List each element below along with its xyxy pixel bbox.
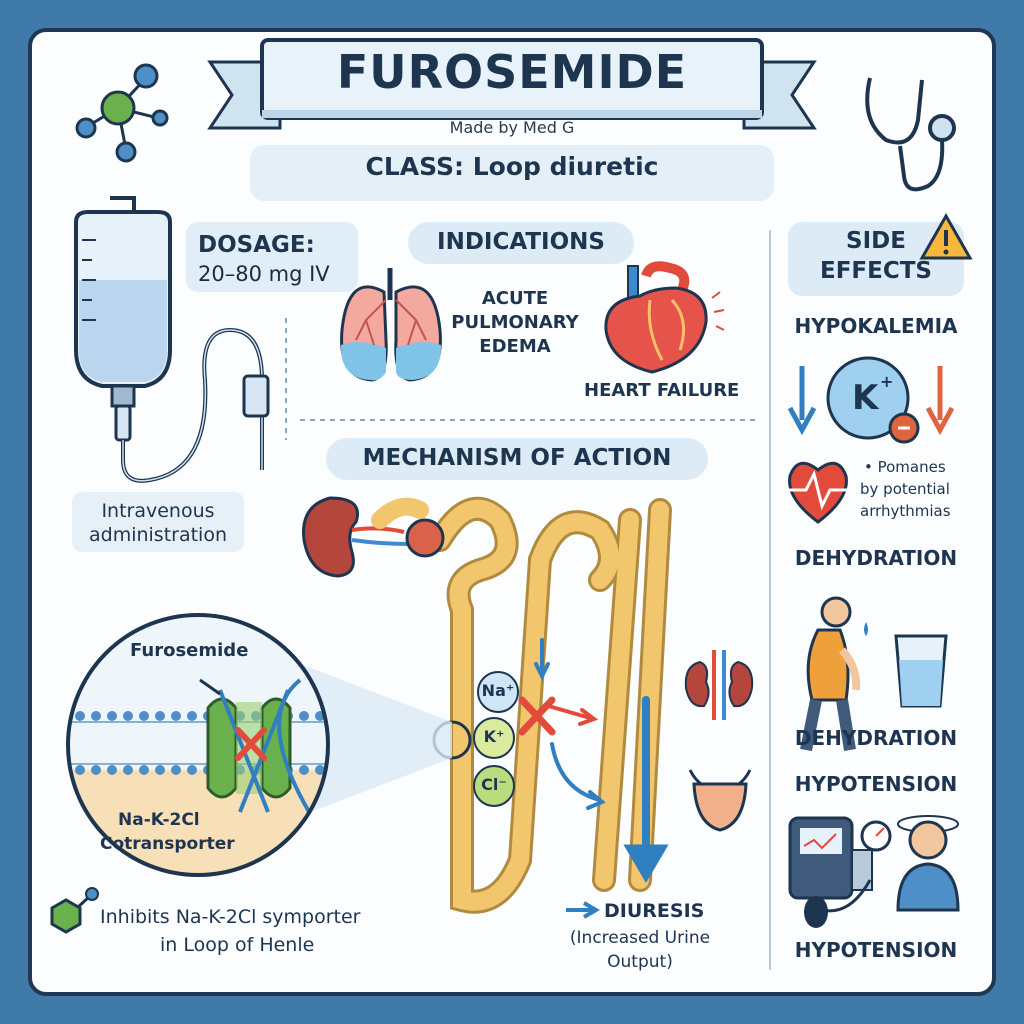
kidney-pair-icon bbox=[684, 650, 754, 720]
title-ribbon bbox=[207, 38, 817, 130]
side-effect-hypotension: HYPOTENSION bbox=[794, 772, 958, 796]
side-effect-hypokalemia: HYPOKALEMIA bbox=[794, 314, 958, 338]
dehydrated-person-icon bbox=[800, 596, 868, 752]
hexagon-molecule-icon bbox=[50, 887, 99, 934]
block-x-icon bbox=[518, 696, 556, 736]
mechanism-pill bbox=[326, 438, 708, 480]
nephron-diagram bbox=[371, 496, 672, 914]
warning-icon bbox=[919, 212, 973, 260]
side-effect-dehydration-caption: DEHYDRATION bbox=[794, 726, 958, 750]
indication-pulmonary-3: EDEMA bbox=[479, 336, 551, 357]
potassium-down-icon bbox=[787, 356, 955, 444]
diuresis-arrow-icon bbox=[566, 901, 600, 919]
chloride-ion bbox=[473, 765, 515, 807]
ion-chloride: Cl⁻ bbox=[481, 775, 507, 794]
mechanism-summary-1: Inhibits Na-K-2Cl symporter bbox=[100, 906, 361, 928]
dizzy-person-icon bbox=[896, 815, 960, 912]
potassium-charge: + bbox=[880, 372, 894, 391]
page-title: FUROSEMIDE bbox=[336, 45, 688, 99]
molecule-icon bbox=[75, 63, 169, 163]
diuresis-line-1: (Increased Urine bbox=[569, 928, 711, 948]
side-effects-heading-2: EFFECTS bbox=[820, 258, 932, 284]
side-effects-heading-1: SIDE bbox=[846, 228, 906, 254]
potassium-ion bbox=[473, 717, 515, 759]
indications-pill bbox=[408, 222, 634, 264]
bladder-icon bbox=[688, 769, 752, 832]
transporter-line-2: Cotransporter bbox=[100, 834, 235, 854]
route-line-2: administration bbox=[88, 524, 227, 546]
indication-pulmonary-2: PULMONARY bbox=[451, 312, 579, 333]
sodium-ion bbox=[477, 671, 519, 713]
transporter-line-1: Na-K-2Cl bbox=[118, 810, 200, 830]
side-effect-hypotension-caption: HYPOTENSION bbox=[794, 938, 958, 962]
dosage-heading: DOSAGE: bbox=[198, 232, 315, 258]
route-line-1: Intravenous bbox=[101, 500, 215, 522]
diuresis-heading: DIURESIS bbox=[604, 900, 705, 922]
ion-sodium: Na⁺ bbox=[481, 681, 515, 700]
indication-pulmonary-1: ACUTE bbox=[481, 288, 549, 309]
arrhythmia-line-1: • Pomanes bbox=[864, 458, 946, 476]
class-banner bbox=[250, 145, 774, 201]
lungs-icon bbox=[340, 268, 442, 382]
ion-potassium: K⁺ bbox=[483, 727, 505, 746]
dosage-pill bbox=[186, 222, 358, 292]
heart-icon bbox=[604, 261, 725, 374]
arrhythmia-line-2: by potential bbox=[860, 480, 950, 498]
ekg-heart-icon bbox=[786, 461, 852, 524]
drug-class: CLASS: Loop diuretic bbox=[365, 152, 659, 181]
kidney-icon bbox=[302, 496, 411, 578]
indications-heading: INDICATIONS bbox=[437, 229, 605, 255]
route-pill bbox=[72, 492, 244, 552]
side-effect-dehydration: DEHYDRATION bbox=[794, 546, 958, 570]
dosage-value: 20–80 mg IV bbox=[198, 262, 330, 286]
mechanism-heading: MECHANISM OF ACTION bbox=[362, 445, 672, 471]
side-effects-pill bbox=[788, 222, 964, 296]
indication-heart-failure: HEART FAILURE bbox=[584, 380, 740, 401]
water-glass-icon bbox=[894, 634, 948, 708]
mechanism-summary-2: in Loop of Henle bbox=[160, 934, 315, 956]
drug-label: Furosemide bbox=[130, 640, 249, 661]
blood-pressure-monitor-icon bbox=[788, 816, 892, 928]
diuresis-line-2: Output) bbox=[607, 952, 673, 972]
byline: Made by Med G bbox=[449, 118, 575, 137]
stethoscope-icon bbox=[865, 77, 956, 192]
potassium-symbol: K bbox=[852, 378, 879, 418]
arrhythmia-line-3: arrhythmias bbox=[860, 502, 951, 520]
iv-bag-icon bbox=[74, 196, 270, 483]
